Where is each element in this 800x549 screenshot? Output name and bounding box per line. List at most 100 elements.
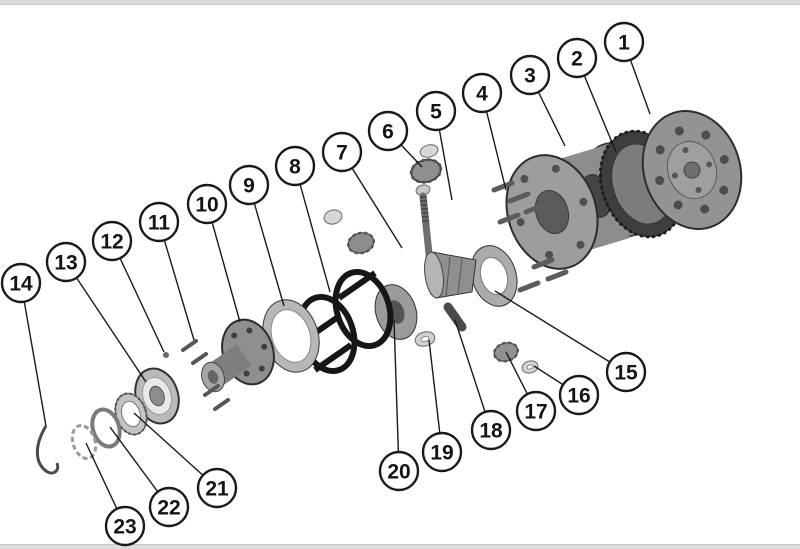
part-washer-right (521, 360, 539, 374)
callout-circle-23 (104, 505, 146, 547)
callout-number-17: 17 (524, 401, 547, 424)
callout-number-4: 4 (476, 83, 488, 106)
callout-number-7: 7 (336, 142, 348, 165)
leader-line-15 (494, 290, 627, 373)
callout-number-21: 21 (205, 478, 229, 501)
callout-balloon-1: 1 (603, 21, 645, 63)
callout-circle-16 (558, 374, 600, 416)
part-shim-ring (90, 407, 122, 449)
leader-line-9 (248, 184, 285, 307)
callout-number-11: 11 (148, 212, 171, 235)
callout-number-13: 13 (54, 252, 77, 275)
callout-circle-7 (321, 131, 363, 173)
callout-circle-3 (509, 54, 551, 96)
callout-balloon-13: 13 (45, 241, 87, 283)
part-spider-gear-top (409, 144, 443, 196)
callout-number-10: 10 (195, 194, 218, 217)
part-spider-gear-left (323, 209, 376, 255)
callout-balloon-8: 8 (274, 145, 316, 187)
callout-balloon-23: 23 (104, 505, 146, 547)
callout-number-3: 3 (524, 65, 536, 88)
callout-number-5: 5 (430, 101, 442, 124)
callout-circle-12 (91, 220, 133, 262)
callout-number-18: 18 (479, 420, 503, 443)
callout-circle-22 (148, 486, 190, 528)
callout-balloon-4: 4 (461, 72, 503, 114)
callout-balloon-15: 15 (605, 351, 647, 393)
callout-balloon-17: 17 (515, 390, 557, 432)
callout-number-9: 9 (243, 175, 255, 198)
callout-balloon-12: 12 (91, 220, 133, 262)
leader-line-14 (20, 282, 47, 427)
callout-number-16: 16 (567, 385, 590, 408)
callout-balloon-9: 9 (228, 164, 270, 206)
leader-line-10 (206, 203, 241, 323)
callout-circle-6 (367, 110, 409, 152)
part-wave-spring (70, 423, 98, 461)
callout-number-14: 14 (9, 273, 33, 296)
leader-lines-layer (20, 41, 651, 527)
part-washers-center (414, 331, 436, 347)
callout-balloon-5: 5 (415, 90, 457, 132)
callout-circle-9 (228, 164, 270, 206)
callout-number-2: 2 (571, 48, 583, 71)
callout-circle-1 (603, 21, 645, 63)
callout-circle-13 (45, 241, 87, 283)
callout-circle-18 (470, 409, 512, 451)
callout-number-12: 12 (100, 231, 123, 254)
part-screws (163, 339, 230, 411)
top-edge-strip (0, 0, 800, 5)
callout-circle-5 (415, 90, 457, 132)
callout-number-1: 1 (618, 32, 630, 55)
callout-balloon-3: 3 (509, 54, 551, 96)
part-output-flange (641, 110, 743, 230)
callout-balloon-22: 22 (148, 486, 190, 528)
callout-balloon-21: 21 (196, 467, 238, 509)
callout-balloon-20: 20 (378, 450, 420, 492)
exploded-view-illustration (35, 110, 743, 475)
part-cage (296, 268, 394, 375)
callout-balloon-14: 14 (0, 262, 42, 304)
part-snap-ring (35, 425, 60, 475)
part-cross-pins (491, 180, 569, 293)
callout-circle-19 (421, 431, 463, 473)
callout-circle-21 (196, 467, 238, 509)
leader-line-12 (111, 240, 165, 353)
part-clutch-ring (262, 299, 320, 373)
callout-circle-10 (186, 183, 228, 225)
callout-circle-15 (605, 351, 647, 393)
callout-circle-14 (0, 262, 42, 304)
part-bevel-gear-large (424, 251, 477, 299)
callout-number-15: 15 (614, 362, 638, 385)
callout-circle-20 (378, 450, 420, 492)
bottom-edge-strip (0, 544, 800, 549)
callout-balloon-7: 7 (321, 131, 363, 173)
callout-circle-2 (556, 37, 598, 79)
callout-circle-8 (274, 145, 316, 187)
callout-circle-4 (461, 72, 503, 114)
leader-line-13 (65, 261, 147, 383)
callout-balloon-10: 10 (186, 183, 228, 225)
callout-balloon-16: 16 (558, 374, 600, 416)
callout-number-22: 22 (157, 497, 180, 520)
part-adjuster-ring (114, 392, 148, 436)
callout-balloon-2: 2 (556, 37, 598, 79)
leader-line-8 (294, 165, 331, 293)
callout-number-6: 6 (382, 121, 394, 144)
callout-balloon-11: 11 (138, 201, 180, 243)
callout-circle-17 (515, 390, 557, 432)
leader-line-20 (393, 319, 400, 472)
part-thrust-pin (443, 302, 467, 332)
callout-circle-11 (138, 201, 180, 243)
callout-number-23: 23 (113, 516, 136, 539)
callout-balloon-19: 19 (421, 431, 463, 473)
part-center-hub (374, 284, 418, 340)
part-side-gear-ring (470, 245, 518, 307)
callout-number-19: 19 (430, 442, 453, 465)
leader-line-11 (158, 221, 195, 341)
callout-number-20: 20 (387, 461, 410, 484)
callout-balloon-18: 18 (470, 409, 512, 451)
